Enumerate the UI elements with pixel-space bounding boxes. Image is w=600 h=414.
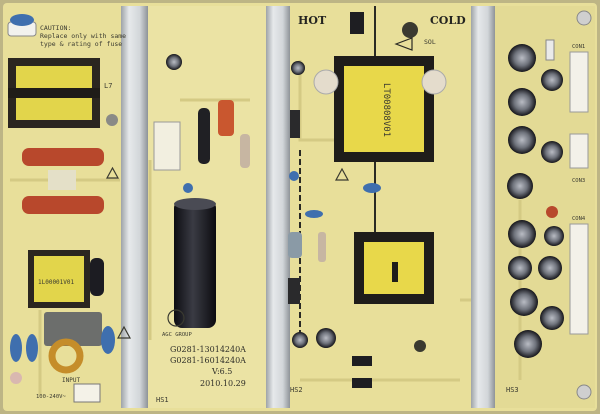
- diode-rectifier: [198, 108, 210, 164]
- part-number-1: G0281-13014240A: [170, 345, 246, 354]
- heatsink-hs1: [121, 6, 148, 408]
- pcb-mounting-hole: [10, 372, 22, 384]
- cap-blue-hs2: [289, 171, 299, 181]
- inductor-marking: 1L00001V01: [38, 279, 75, 286]
- sol-label: SOL: [424, 38, 436, 46]
- y-cap-2: [26, 334, 38, 362]
- cap-hot-top: [291, 61, 305, 75]
- optocoupler-2: [352, 378, 372, 388]
- con4-label: CON4: [572, 216, 586, 222]
- cap-cream-right: [421, 69, 447, 95]
- part-number-2: G0281-16014240A: [170, 356, 246, 365]
- choke-l6-winding: [34, 256, 84, 302]
- choke-l7-band: [8, 88, 100, 98]
- y-cap-1: [10, 334, 22, 362]
- hot-label: HOT: [298, 14, 327, 27]
- y-cap-3: [101, 326, 115, 354]
- hs3-label: HS3: [506, 386, 519, 394]
- transformer-marking: LT00808V01: [381, 83, 391, 137]
- con1-label: CON1: [572, 44, 585, 50]
- ac-input-connector: [73, 383, 101, 403]
- film-cap-red: [218, 100, 234, 136]
- cap-blue-small: [305, 210, 323, 218]
- fuse-cap-blue: [10, 14, 34, 26]
- x-capacitor-1: [22, 148, 104, 166]
- filter-capacitor-grey: [44, 312, 102, 346]
- ic-small-top: [350, 12, 364, 34]
- connector-con3: [569, 133, 589, 169]
- cap-blue-center: [363, 183, 381, 193]
- cap-top-mid: [166, 54, 182, 70]
- ref-l7: L7: [104, 82, 112, 90]
- cap-lower-2: [316, 328, 336, 348]
- caution-line1: CAUTION:: [40, 24, 71, 32]
- ceramic-resistor: [153, 121, 181, 171]
- standby-transformer-gap: [392, 262, 398, 282]
- cap-blue-mid: [183, 183, 193, 193]
- input-range: 100-240V~: [36, 394, 66, 400]
- mosfet-lower: [288, 278, 300, 304]
- warning-triangle-lower: [116, 325, 132, 339]
- main-transformer-winding: [344, 66, 424, 152]
- heatsink-hs2: [266, 6, 290, 408]
- connector-con4: [569, 223, 589, 335]
- mounting-hole-top-right: [576, 10, 592, 26]
- maker-logo: [167, 309, 185, 327]
- input-label: INPUT: [62, 377, 80, 384]
- hs1-label: HS1: [156, 396, 169, 404]
- mosfet-hs2: [290, 110, 300, 138]
- resistor-mid: [240, 134, 250, 168]
- jumper-top-right: [545, 39, 555, 61]
- hs2-label: HS2: [290, 386, 303, 394]
- resistor-center: [318, 232, 326, 262]
- date-label: 2010.10.29: [200, 379, 246, 388]
- caution-line3: type & rating of fuse: [40, 40, 122, 48]
- sol-arrow: [394, 37, 413, 51]
- caution-line2: Replace only with same: [40, 32, 126, 40]
- cap-small-left: [90, 258, 104, 296]
- maker-label: AGC GROUP: [162, 332, 192, 338]
- x-capacitor-2: [22, 196, 104, 214]
- optocoupler-dot: [402, 22, 418, 38]
- warning-triangle-left: [105, 166, 120, 179]
- transistor-lower: [414, 340, 426, 352]
- cap-cream-left: [313, 69, 339, 95]
- varistor-label-chip: [48, 170, 76, 190]
- heatsink-hs3: [471, 6, 495, 408]
- version-label: V:6.5: [211, 367, 232, 376]
- mounting-hole-right: [576, 384, 592, 400]
- coil-small-red: [546, 206, 558, 218]
- bulk-capacitor: [174, 200, 216, 328]
- output-capacitor-bank: [507, 44, 564, 358]
- con3-label: CON3: [572, 178, 585, 184]
- cold-label: COLD: [430, 14, 466, 27]
- screw-left: [106, 114, 118, 126]
- bulk-capacitor-top: [174, 198, 216, 210]
- optocoupler-1: [352, 356, 372, 366]
- connector-con1: [569, 51, 589, 113]
- cap-lower-1: [292, 332, 308, 348]
- resistor-cement: [288, 232, 302, 258]
- toroid-inductor: [48, 338, 84, 374]
- warning-triangle-center: [334, 167, 350, 181]
